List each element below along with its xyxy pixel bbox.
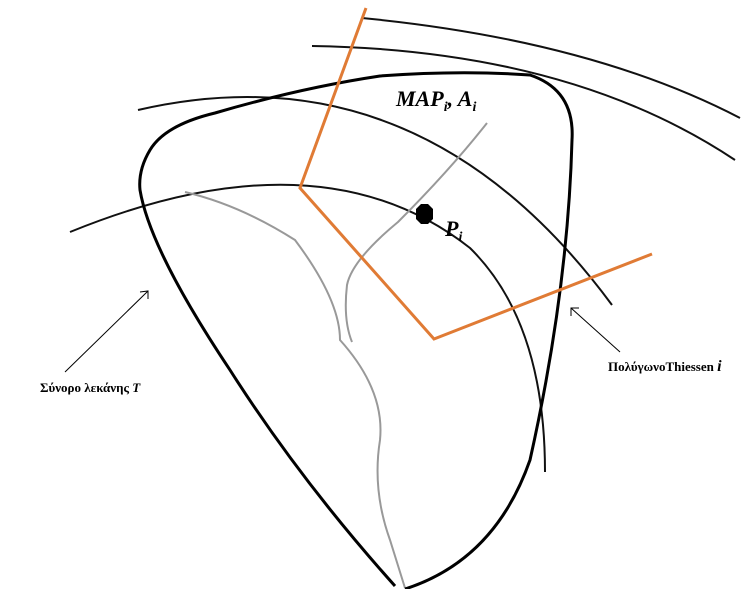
basin-boundary-label: Σύνορο λεκάνης T [40, 380, 141, 395]
thiessen-arrowhead [570, 307, 579, 316]
basin-boundary [138, 71, 574, 589]
rain-gauge-point [416, 204, 433, 224]
isohyet-line [69, 183, 546, 473]
gauge-label: Pi [444, 216, 462, 245]
map-area-label: MAPi, Ai [395, 86, 476, 115]
thiessen-polygon [298, 7, 653, 341]
basin-arrowhead [139, 290, 149, 299]
basin-leader-line [64, 290, 149, 373]
leader-arrows [64, 290, 621, 373]
stream-main [184, 191, 406, 589]
isohyet-line [361, 17, 741, 119]
stream-tributary [344, 122, 488, 343]
thiessen-edge [298, 7, 653, 341]
isohyet-line [137, 96, 613, 306]
isohyet-lines [69, 17, 741, 473]
isohyet-line [311, 45, 736, 161]
stream-network [184, 122, 488, 589]
thiessen-polygon-label: ΠολύγωνοThiessen i [608, 358, 722, 375]
thiessen-leader-line [570, 307, 621, 353]
